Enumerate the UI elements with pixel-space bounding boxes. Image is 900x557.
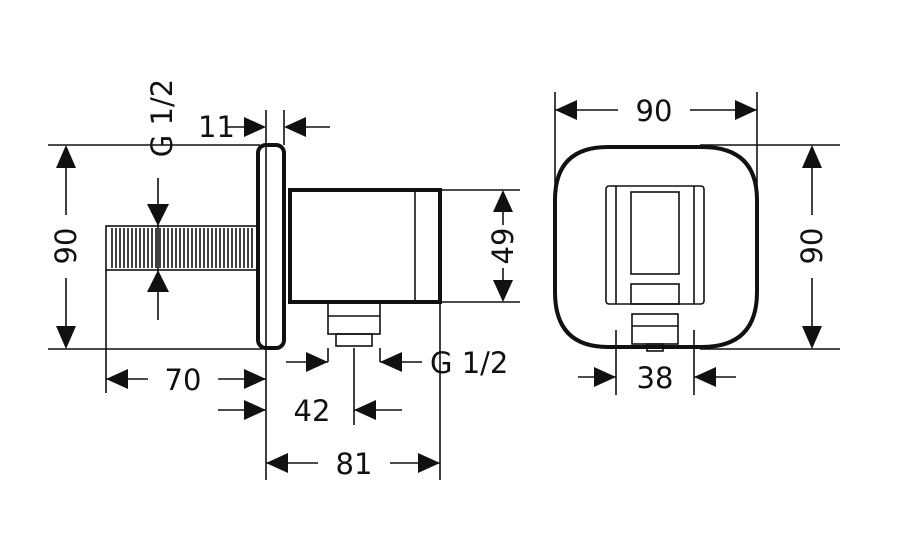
- outlet-body: [288, 188, 442, 304]
- dim-70: 70: [165, 363, 202, 397]
- front-plate: [553, 145, 759, 349]
- dim-42: 42: [294, 394, 331, 428]
- wall-plate: [256, 143, 286, 350]
- dim-width-90-front: 90: [636, 94, 673, 128]
- threaded-pipe: [105, 225, 259, 271]
- hose-holder: [605, 185, 705, 352]
- side-view: 90 G 1/2 11 49 70 G 1/2 42: [48, 79, 520, 481]
- dim-49: 49: [486, 228, 520, 265]
- dim-38: 38: [637, 361, 674, 395]
- front-view: 90 90 38: [553, 92, 840, 395]
- outlet-connector: [327, 301, 381, 347]
- dim-height-90-side: 90: [49, 228, 83, 265]
- thread-label-bottom: G 1/2: [430, 346, 508, 380]
- dim-81: 81: [336, 447, 373, 481]
- dim-height-90-front: 90: [795, 228, 829, 265]
- thread-label-top: G 1/2: [145, 79, 179, 157]
